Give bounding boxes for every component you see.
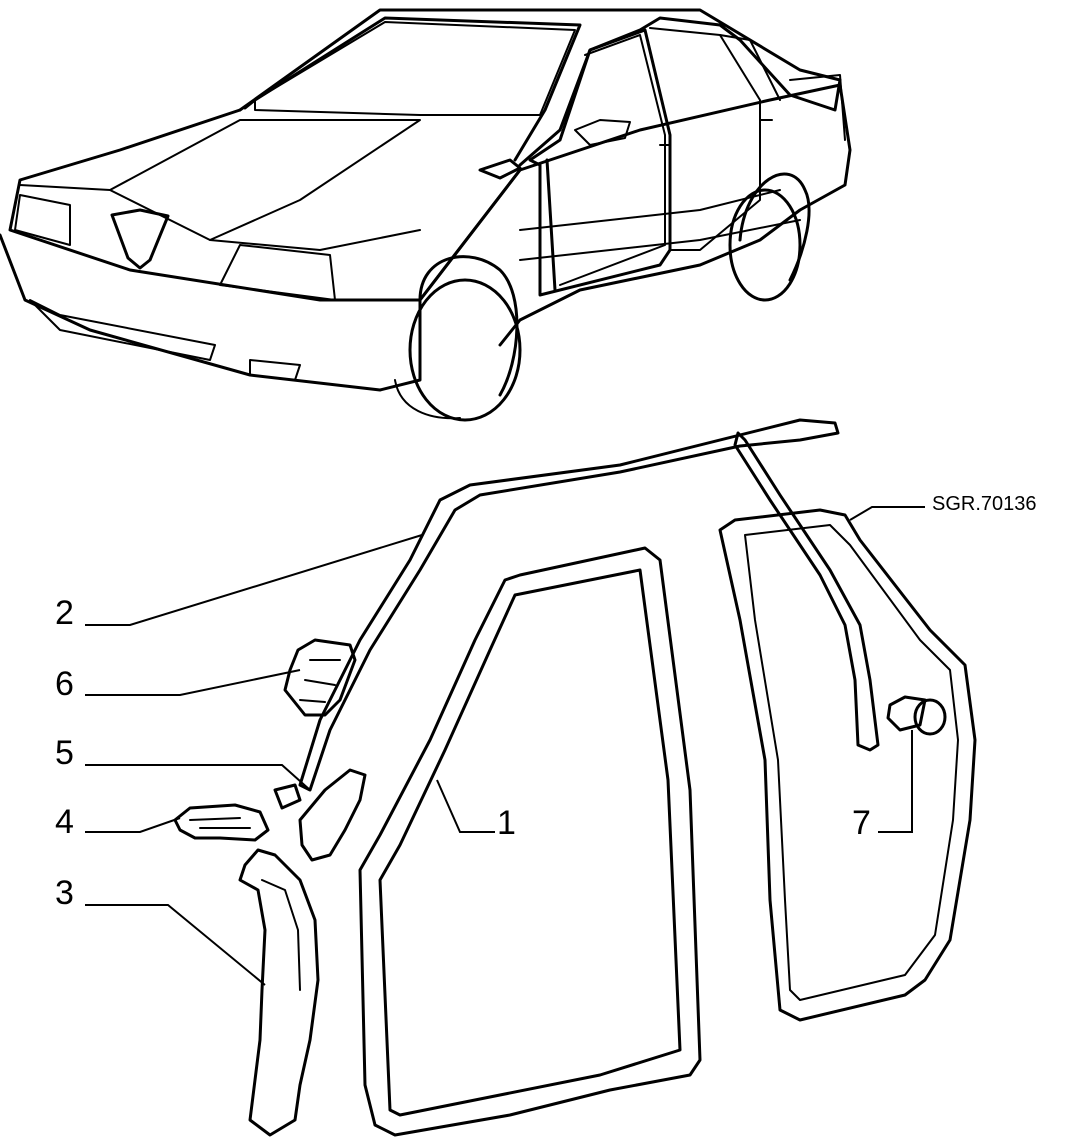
rear-door-seal: [718, 508, 977, 1022]
callout-3: 3: [55, 874, 74, 912]
callout-6: 6: [55, 665, 74, 703]
leader-5: [85, 764, 311, 791]
callout-4: 4: [55, 803, 74, 841]
part-3-pillar-trim: [238, 848, 320, 1137]
leader-lines: [85, 506, 925, 986]
callout-7: 7: [852, 804, 871, 842]
glass-run-channel: [733, 431, 880, 752]
leader-ref: [849, 506, 925, 521]
leader-3: [85, 904, 266, 986]
part-7-fastener: [886, 695, 947, 736]
part-1-front-door-seal: [358, 546, 702, 1137]
callout-1: 1: [497, 804, 516, 842]
part-4-clip-bracket: [173, 803, 270, 842]
part-6-latch: [283, 638, 357, 717]
leader-7: [878, 730, 913, 833]
car-illustration: [0, 8, 852, 422]
part-5-plug: [273, 768, 367, 862]
leader-4: [85, 817, 181, 833]
diagram-reference-code: SGR.70136: [932, 493, 1037, 515]
callout-2: 2: [55, 594, 74, 632]
part-2-door-opening-seal: [298, 418, 840, 792]
leader-2: [85, 534, 423, 626]
leader-1: [436, 779, 495, 833]
leader-6: [85, 669, 301, 696]
callout-5: 5: [55, 734, 74, 772]
